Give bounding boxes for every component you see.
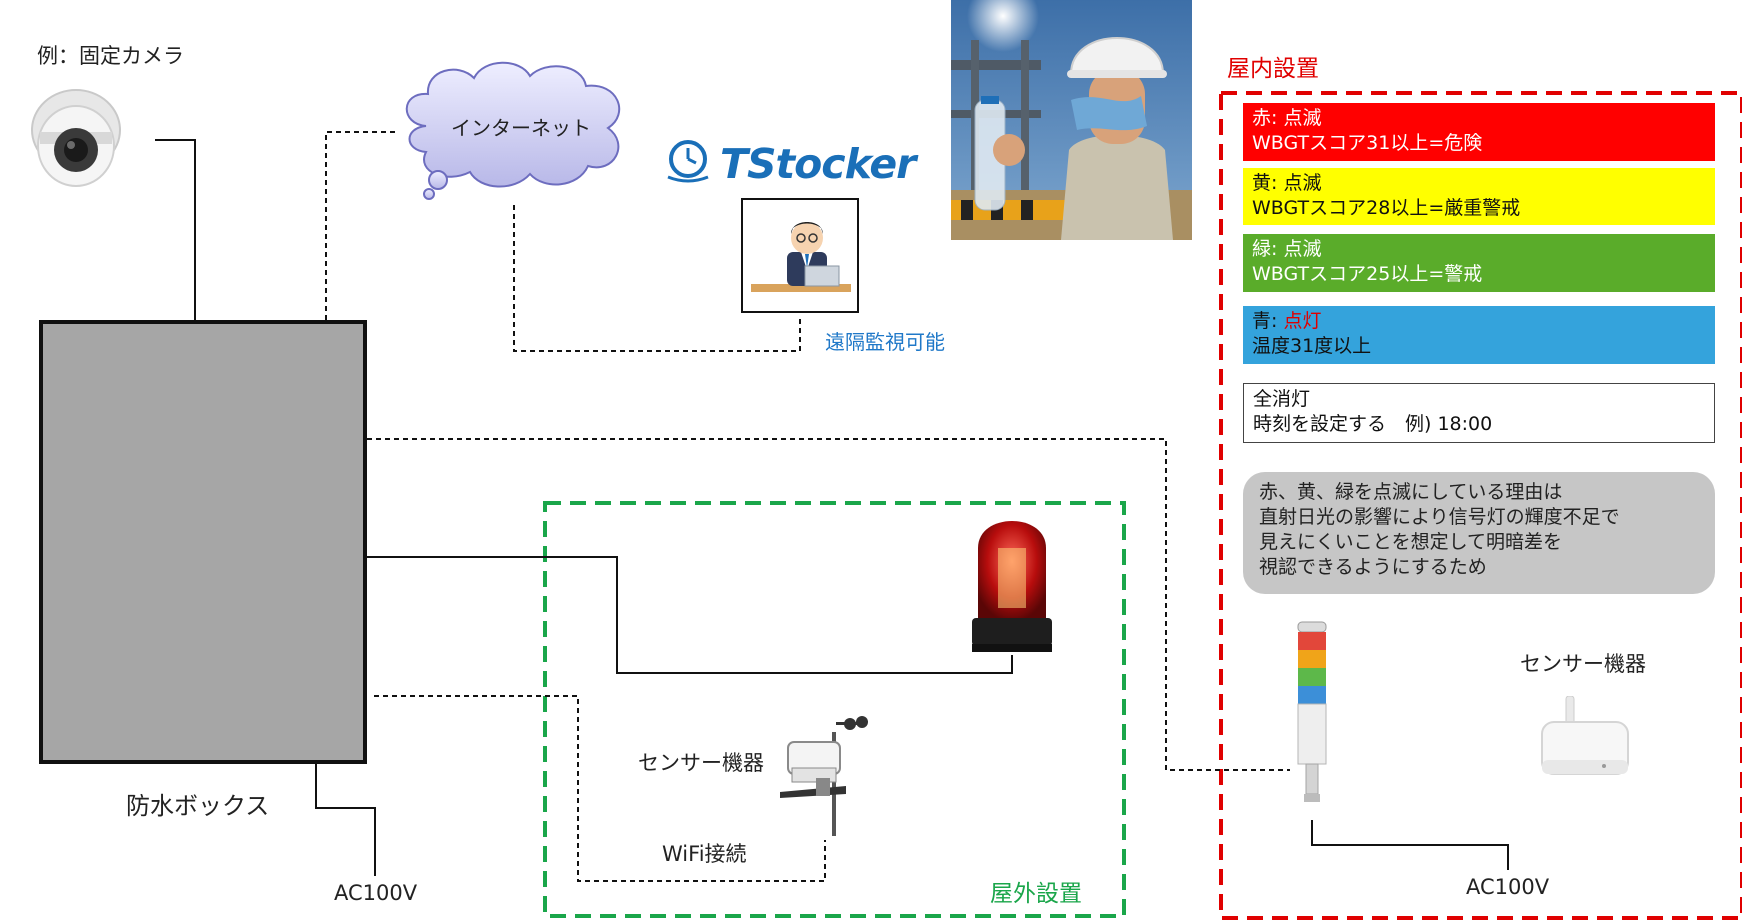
box-sensor-link [374,695,826,882]
alert-red-state: 点滅 [1283,107,1322,129]
alert-blue-condition: 温度31度以上 [1252,335,1372,357]
sensor-indoor-label: センサー機器 [1520,652,1646,676]
alert-yellow-condition: WBGTスコア28以上=厳重警戒 [1252,197,1521,219]
ac-left-label: AC100V [334,881,418,905]
alert-blue-state: 点灯 [1283,310,1322,332]
worker-photo-icon [951,0,1192,240]
alert-blue-color: 青 [1252,310,1272,332]
alert-green-state: 点滅 [1283,238,1322,260]
box-ac-cable [315,764,376,876]
weather-station-icon [780,716,868,836]
sensor-outdoor-label: センサー機器 [638,751,764,775]
alert-yellow-color: 黄 [1252,172,1272,194]
alert-yellow-state: 点滅 [1283,172,1322,194]
camera-example-label: 例：固定カメラ [37,44,184,68]
tower-ac-cable [1311,820,1509,870]
clock-logo-icon [667,140,709,183]
box-patrol-cable [367,556,1013,674]
wifi-label: WiFi接続 [662,842,747,866]
alert-green-condition: WBGTスコア25以上=警戒 [1252,263,1483,285]
alert-red-color: 赤 [1252,107,1272,129]
note-line: 見えにくいことを想定して明暗差を [1259,531,1563,553]
alert-red-condition: WBGTスコア31以上=危険 [1252,132,1483,154]
remote-worker-frame [741,198,859,313]
note-line: 視認できるようにするため [1259,556,1487,578]
alert-blue: 青: 点灯 温度31度以上 [1243,306,1715,364]
waterproof-box [39,320,367,764]
brand-logo-text: TStocker [720,140,916,188]
alert-yellow: 黄: 点滅 WBGTスコア28以上=厳重警戒 [1243,168,1715,225]
ac-right-label: AC100V [1466,875,1550,899]
camera-cable [155,139,196,320]
blink-reason-note: 赤、黄、緑を点滅にしている理由は 直射日光の影響により信号灯の輝度不足で 見えに… [1243,472,1715,594]
note-line: 赤、黄、緑を点滅にしている理由は [1259,481,1563,503]
outdoor-zone-label: 屋外設置 [990,881,1082,907]
note-line: 直射日光の影響により信号灯の輝度不足で [1259,506,1620,528]
box-internet-link [325,131,398,320]
signal-tower-icon [1297,621,1327,802]
remote-monitoring-label: 遠隔監視可能 [825,330,945,354]
patrol-light-icon [972,521,1052,652]
office-worker-icon [751,222,851,292]
internet-label: インターネット [451,116,591,140]
heat-worker-photo [951,0,1192,240]
alert-red: 赤: 点滅 WBGTスコア31以上=危険 [1243,103,1715,161]
alert-off-condition: 時刻を設定する 例) 18:00 [1253,413,1493,435]
alert-off-title: 全消灯 [1253,388,1311,410]
cloud-icon [405,61,620,200]
alert-all-off: 全消灯 時刻を設定する 例) 18:00 [1243,383,1715,443]
alert-green: 緑: 点滅 WBGTスコア25以上=警戒 [1243,234,1715,292]
barrier [951,200,1071,220]
waterproof-box-label: 防水ボックス [126,792,270,820]
indoor-zone-label: 屋内設置 [1227,56,1319,82]
wifi-sensor-device-icon [1541,696,1629,775]
dome-camera-icon [31,89,121,187]
alert-green-color: 緑 [1252,238,1272,260]
